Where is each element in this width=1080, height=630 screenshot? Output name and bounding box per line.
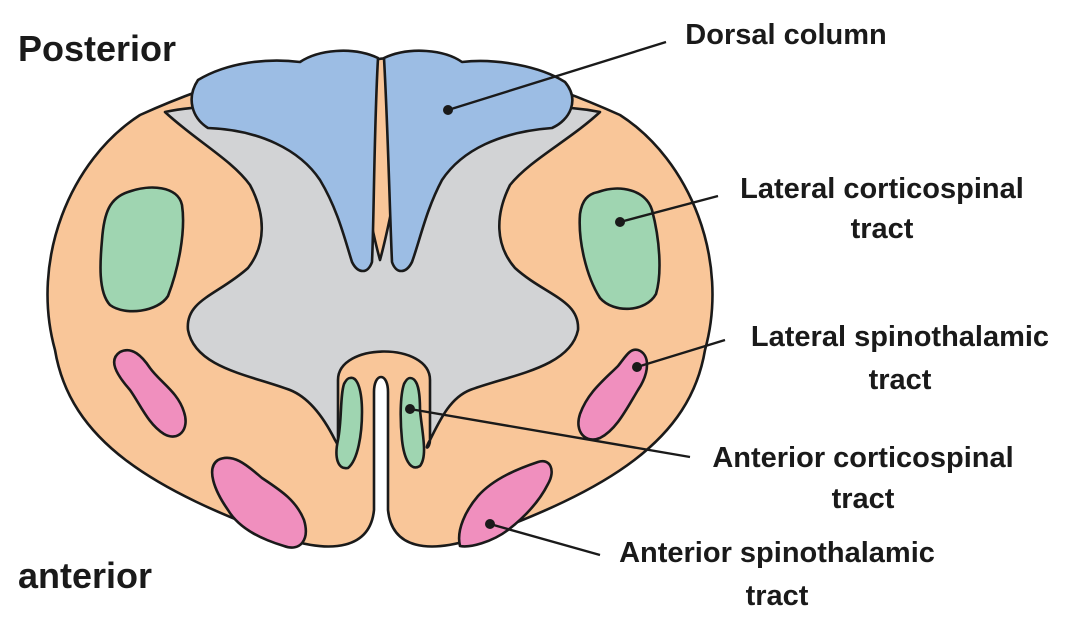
leader-dot-lateral-corticospinal	[615, 217, 625, 227]
anterior-label: anterior	[18, 555, 152, 596]
lateral-spinothalamic-label: Lateral spinothalamic	[751, 321, 1049, 353]
anterior-spinothalamic-right	[457, 459, 553, 548]
anterior-corticospinal-left	[335, 376, 364, 470]
leader-line-dorsal-column	[447, 40, 667, 112]
posterior-label: Posterior	[18, 28, 176, 69]
leader-line-lateral-spinothalamic	[636, 338, 726, 369]
anterior-corticospinal-right	[399, 376, 426, 469]
anterior-corticospinal-label: Anterior corticospinal	[712, 442, 1013, 474]
lateral-spinothalamic-left	[112, 348, 187, 438]
lateral-corticospinal-label: Lateral corticospinal	[740, 173, 1024, 205]
dorsal-column-left	[190, 49, 380, 273]
lateral-corticospinal-label-line2: tract	[851, 213, 914, 245]
leader-dot-lateral-spinothalamic	[632, 362, 642, 372]
anterior-spinothalamic-label: Anterior spinothalamic	[619, 537, 935, 569]
leader-line-anterior-corticospinal	[409, 407, 691, 459]
leader-dot-anterior-corticospinal	[405, 404, 415, 414]
lateral-corticospinal-left	[99, 186, 185, 313]
anterior-spinothalamic-left	[210, 456, 307, 549]
lateral-corticospinal-right	[578, 187, 661, 311]
dorsal-column-right	[382, 49, 574, 273]
anterior-spinothalamic-label-line2: tract	[746, 580, 809, 612]
anterior-corticospinal-label-line2: tract	[832, 483, 895, 515]
lateral-spinothalamic-label-line2: tract	[869, 364, 932, 396]
leader-line-lateral-corticospinal	[619, 194, 719, 224]
dorsal-column-label: Dorsal column	[685, 19, 886, 51]
leader-dot-dorsal-column	[443, 105, 453, 115]
leader-dot-anterior-spinothalamic	[485, 519, 495, 529]
leader-line-anterior-spinothalamic	[489, 522, 601, 557]
lateral-spinothalamic-right	[577, 348, 649, 441]
